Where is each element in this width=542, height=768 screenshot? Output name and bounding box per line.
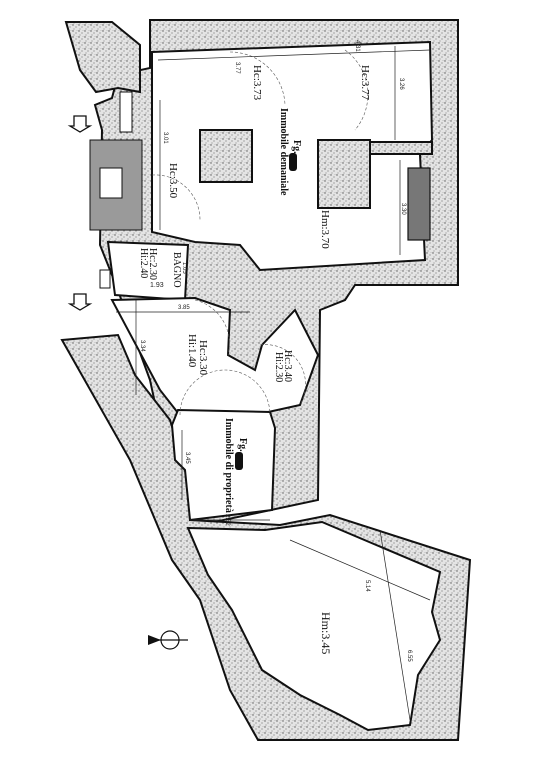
dim-301: 3.01: [162, 132, 168, 144]
door-arc-2: [344, 49, 369, 131]
dim-431: 4.31: [354, 40, 360, 52]
height-hc-330: Hc:3.30: [197, 340, 209, 376]
dim-330: 3.30: [400, 203, 406, 215]
height-hm-345: Hm:3.45: [319, 612, 333, 654]
bath-dim-b: 1.93: [150, 282, 164, 289]
bath-window: [99, 269, 111, 289]
bath-height-a: Hc:2.30: [147, 248, 158, 280]
dim-line-655: [379, 529, 411, 721]
door-arc-3: [151, 174, 201, 221]
door-arc-4: [194, 299, 230, 356]
upper-parcel-label: Fg.: [291, 140, 302, 154]
bath-height-b: Hi:2.40: [138, 248, 149, 278]
height-hc-373: Hc:3.73: [251, 65, 263, 101]
pillar-right: [317, 139, 371, 209]
height-hc-350: Hc:3.50: [167, 163, 179, 199]
upper-unit-title: Immobile demaniale: [278, 108, 289, 196]
lower-unit-title: Immobile di proprietà: [223, 418, 234, 513]
height-hc-340: Hc:3.40: [282, 350, 293, 382]
dim-line-top: [157, 49, 431, 61]
dim-252: 2.52: [224, 514, 230, 526]
dim-345: 3.45: [184, 452, 190, 464]
door-arc-5: [259, 344, 306, 406]
dim-514: 5.14: [364, 580, 370, 592]
height-hc-377: Hc:3.77: [359, 65, 371, 101]
door-arc-6: [179, 369, 271, 416]
lower-parcel-label: Fg.: [237, 438, 248, 452]
stair-opening: [99, 167, 123, 199]
north-compass-icon: [148, 630, 188, 650]
redacted-mark-upper: [289, 153, 297, 171]
lower-room-large: [186, 520, 442, 732]
left-door-frame: [119, 91, 133, 133]
entrance-arrow-icon: [67, 293, 93, 311]
niche-block: [407, 167, 431, 241]
height-hi-230: Hi:2.30: [273, 352, 284, 382]
bath-dim-a: 1.05: [181, 262, 187, 274]
dim-655: 6.55: [406, 650, 412, 662]
height-hi-140: Hi:1.40: [186, 334, 198, 368]
dim-377: 3.77: [234, 62, 240, 74]
redacted-mark-lower: [235, 452, 243, 470]
entrance-arrow-icon: [67, 115, 93, 133]
pillar-left: [199, 129, 253, 183]
pillar-arm: [369, 141, 433, 155]
door-arc-1: [229, 51, 286, 106]
height-hm-370: Hm:3.70: [319, 210, 331, 249]
dim-326: 3.26: [398, 78, 404, 90]
dim-334: 3.34: [139, 340, 145, 352]
dim-385: 3.85: [178, 305, 190, 311]
dim-line-514: [289, 539, 431, 601]
bathroom-label: BAGNO: [171, 252, 182, 288]
top-left-wall: [64, 21, 141, 94]
